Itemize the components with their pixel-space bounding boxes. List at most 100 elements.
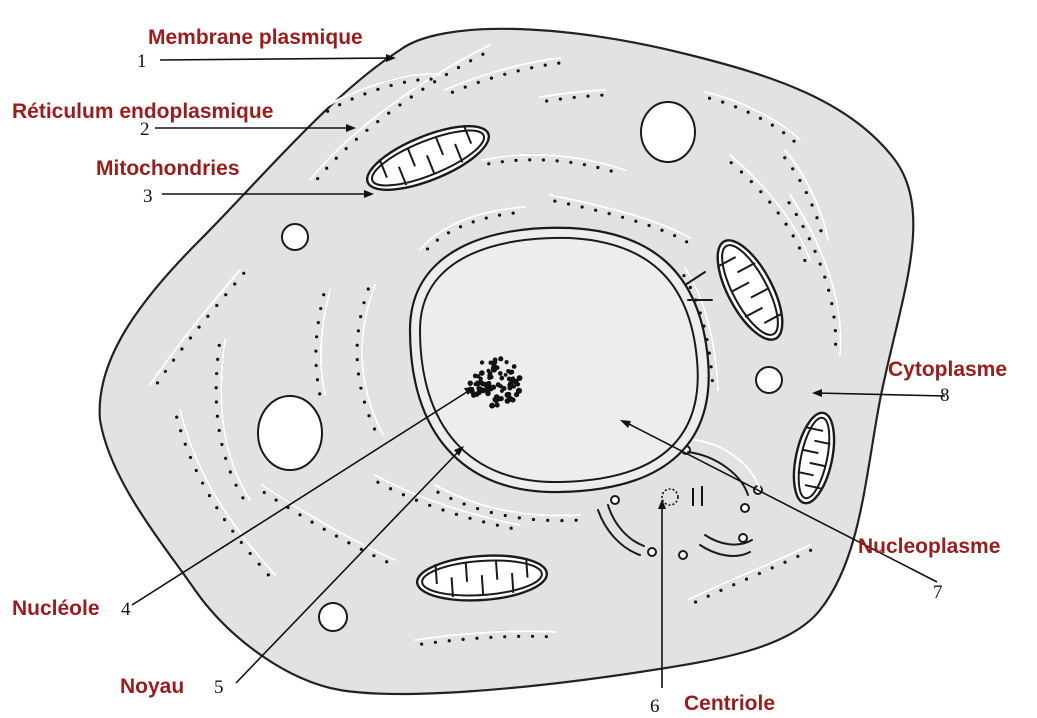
ribosome: [317, 321, 320, 324]
ribosome: [189, 456, 192, 459]
ribosome: [596, 166, 599, 169]
ribosome: [583, 163, 586, 166]
ribosome: [462, 502, 465, 505]
nucleolus-granule: [514, 380, 518, 384]
ribosome: [267, 573, 270, 576]
nucleolus-granule: [507, 376, 512, 381]
ribosome: [575, 519, 578, 522]
ribosome: [220, 443, 223, 446]
ribosome: [421, 88, 424, 91]
ribosome: [215, 386, 218, 389]
ribosome: [559, 97, 562, 100]
ribosome: [310, 521, 313, 524]
ribosome: [504, 514, 507, 517]
ribosome: [441, 508, 444, 511]
ribosome: [372, 554, 375, 557]
ribosome: [403, 81, 406, 84]
nucleolus-granule: [511, 376, 515, 380]
nucleolus-granule: [468, 380, 473, 385]
ribosome: [759, 117, 762, 120]
ribosome: [398, 103, 401, 106]
ribosome: [556, 159, 559, 162]
ribosome: [475, 637, 478, 640]
ribosome: [823, 275, 826, 278]
ribosome: [809, 549, 812, 552]
ribosome: [428, 504, 431, 507]
ribosome: [477, 81, 480, 84]
ribosome: [315, 335, 318, 338]
ribosome: [224, 457, 227, 460]
label-cytoplasme: Cytoplasme: [888, 358, 1007, 381]
ribosome: [365, 129, 368, 132]
ribosome: [385, 560, 388, 563]
ribosome: [719, 589, 722, 592]
ribosome: [402, 493, 405, 496]
label-mitochondries: Mitochondries: [96, 157, 240, 180]
ribosome: [229, 470, 232, 473]
ribosome: [567, 202, 570, 205]
ribosome: [634, 220, 637, 223]
ribosome: [175, 416, 178, 419]
ribosome: [747, 111, 750, 114]
ribosome: [610, 169, 613, 172]
ribosome: [673, 234, 676, 237]
ribosome: [216, 358, 219, 361]
vesicle: [641, 102, 695, 162]
ribosome: [544, 64, 547, 67]
number-6: 6: [650, 696, 660, 717]
ribosome: [359, 387, 362, 390]
ribosome: [501, 160, 504, 163]
nucleolus-granule: [498, 356, 503, 361]
ribosome: [240, 541, 243, 544]
ribosome: [481, 53, 484, 56]
ribosome: [415, 499, 418, 502]
ribosome: [795, 213, 798, 216]
ribosome: [514, 159, 517, 162]
vesicle: [258, 396, 322, 470]
ribosome: [455, 513, 458, 516]
ribosome: [449, 497, 452, 500]
ribosome: [468, 517, 471, 520]
ribosome: [469, 59, 472, 62]
ribosome: [777, 211, 780, 214]
nucleolus-granule: [508, 396, 514, 402]
ribosome: [813, 250, 816, 253]
ribosome: [314, 350, 317, 353]
ribosome: [218, 429, 221, 432]
ribosome: [503, 73, 506, 76]
ribosome: [489, 636, 492, 639]
ribosome: [834, 343, 837, 346]
ribosome: [801, 225, 804, 228]
ribosome: [594, 209, 597, 212]
ribosome: [355, 138, 358, 141]
ribosome: [206, 315, 209, 318]
ribosome: [732, 583, 735, 586]
ribosome: [376, 120, 379, 123]
nucleolus-granule: [496, 397, 500, 401]
ribosome: [376, 481, 379, 484]
ribosome: [447, 231, 450, 234]
nucleolus-granule: [491, 385, 495, 389]
label-nucleole: Nucléole: [12, 597, 100, 620]
label-centriole: Centriole: [684, 692, 775, 715]
ribosome: [338, 103, 341, 106]
ribosome: [490, 77, 493, 80]
ribosome: [560, 519, 563, 522]
nucleolus-granule: [495, 403, 500, 408]
ribosome: [263, 491, 266, 494]
ribosome: [363, 401, 366, 404]
ribosome: [387, 112, 390, 115]
ribosome: [798, 179, 801, 182]
nucleolus-granule: [512, 384, 516, 388]
ribosome: [357, 329, 360, 332]
ribosome: [553, 199, 556, 202]
ribosome: [416, 78, 419, 81]
number-5: 5: [214, 677, 224, 698]
ribosome: [215, 372, 218, 375]
ribosome: [787, 201, 790, 204]
nucleolus-granule: [493, 357, 498, 362]
ribosome: [830, 302, 833, 305]
nucleolus-granule: [485, 391, 491, 397]
ribosome: [517, 69, 520, 72]
ribosome: [783, 561, 786, 564]
